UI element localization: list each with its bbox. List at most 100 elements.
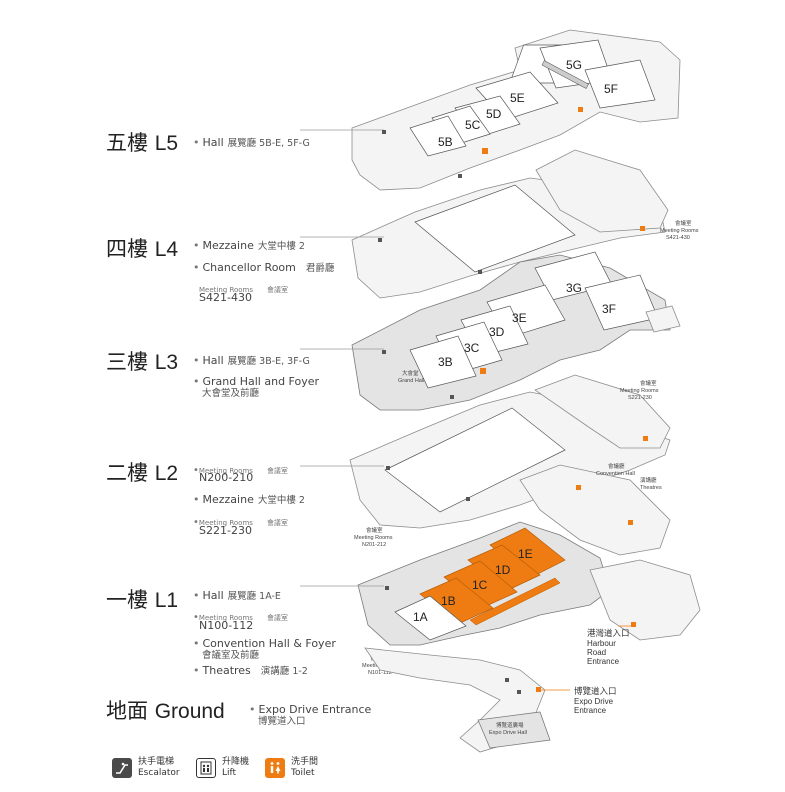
floor-l3-slab: 3G 3F 3E 3D 3C 3B 大會堂 Grand Hall — [351, 251, 681, 411]
floor-g-en: Ground — [154, 700, 225, 723]
toilet-icon — [265, 757, 285, 778]
hall-1c-label: 1C — [472, 578, 488, 592]
l3-grand-cn: 大會堂及前廳 — [202, 387, 260, 399]
hall-3d-label: 3D — [489, 325, 505, 339]
harbour-road-entrance: 港灣道入口 Harbour Road Entrance — [587, 625, 635, 666]
floor-label-l4: 四樓 L4 — [106, 239, 178, 261]
hall-3g-label: 3G — [566, 281, 582, 295]
l4-chancellor-en: Chancellor Room — [202, 261, 296, 274]
l2-meeting-range: N201-212 — [362, 542, 386, 548]
expo-drive-entrance-label: 博覽道入口 Expo Drive Entrance — [574, 686, 617, 715]
l5-hall-en: Hall — [202, 136, 224, 149]
hall-3f-label: 3F — [602, 302, 616, 316]
l3-meeting-en: Meeting Rooms — [620, 388, 659, 394]
l1-meeting-range: N101-112 — [368, 670, 392, 676]
l1-meeting-range: N100-112 — [199, 619, 254, 633]
legend-toilet-en: Toilet — [291, 767, 315, 778]
hall-1b-label: 1B — [441, 594, 456, 608]
legend-escalator-en: Escalator — [138, 767, 180, 778]
floor-l2-en: L2 — [154, 462, 179, 485]
hall-1d-label: 1D — [495, 563, 511, 577]
l4-mezz-en: Mezzaine — [202, 239, 254, 252]
l4-meeting-cn: 會議室 — [675, 219, 692, 227]
l1-theatres-cn: 演講廳 1-2 — [260, 666, 308, 677]
l2-meeting-s-small-cn: 會議室 — [266, 519, 288, 527]
l2-meeting-n-small-cn: 會議室 — [266, 467, 288, 475]
hall-5b-label: 5B — [438, 135, 453, 149]
l1-theatres-en: Theatres — [202, 664, 251, 677]
floor-l3-cn: 三樓 — [106, 350, 148, 374]
ground-expo-en: Expo Drive Entrance — [258, 703, 372, 716]
l2-meeting-n-small-en: Meeting Rooms — [198, 467, 253, 475]
floor-label-l5: 五樓 L5 — [106, 131, 178, 155]
l1-meeting-small-en: Meeting Rooms — [198, 614, 253, 622]
l4-meeting-small-en: Meeting Rooms — [199, 286, 254, 294]
theatres-en: Theatres — [640, 485, 662, 491]
l4-meeting-small-cn: 會議室 — [267, 286, 289, 294]
legend-lift-en: Lift — [222, 767, 237, 778]
l2-meeting-s-range-text: S221-230 — [199, 524, 252, 537]
legend-escalator: 扶手電梯 Escalator — [112, 757, 180, 779]
floor-label-l1: 一樓 L1 — [106, 588, 179, 612]
floor-l2-slab: 會議室 Meeting Rooms S221-230 會議廳 Conventio… — [349, 374, 671, 556]
l4-meeting-range: S421-430 — [666, 235, 690, 241]
legend-toilet: 洗手間 Toilet — [265, 757, 318, 779]
expo-hall-en: Expo Drive Hall — [489, 730, 527, 736]
hall-5f-label: 5F — [604, 82, 618, 96]
harbour-cn: 港灣道入口 — [587, 628, 630, 638]
grand-hall-en: Grand Hall — [398, 378, 424, 384]
floor-l4-slab: 會議室 Meeting Rooms S421-430 — [351, 149, 699, 299]
l3-grand-item: •Grand Hall and Foyer 大會堂及前廳 — [193, 375, 320, 399]
l1-meeting-small-cn: 會議室 — [266, 614, 288, 622]
convention-en: Convention Hall — [596, 471, 635, 477]
theatres-cn: 演講廳 — [640, 476, 657, 484]
hall-5g-label: 5G — [566, 58, 582, 72]
floor-l5-cn: 五樓 — [106, 131, 148, 155]
floor-l5-slab: 5G 5F 5E 5D 5C 5B — [351, 29, 681, 191]
l1-convention-en: Convention Hall & Foyer — [202, 637, 336, 650]
legend-lift-cn: 升降機 — [222, 757, 250, 767]
l4-chancellor-cn: 君爵廳 — [305, 263, 335, 274]
floor-label-l3: 三樓 L3 — [106, 350, 179, 374]
l3-grand-en: Grand Hall and Foyer — [202, 375, 320, 388]
l1-hall-cn: 展覽廳 1A-E — [227, 591, 281, 602]
l2-mezz-cn: 大堂中樓 2 — [257, 495, 305, 506]
lift-icon — [196, 757, 216, 778]
ground-expo-item: •Expo Drive Entrance 博覽道入口 — [249, 703, 372, 727]
floor-l1-en: L1 — [154, 589, 179, 612]
l3-meeting-cn: 會議室 — [640, 379, 657, 387]
floor-l1-cn: 一樓 — [106, 588, 148, 612]
l2-meeting-n-range: N200-210 — [199, 471, 254, 485]
l3-hall-cn: 展覽廳 3B-E, 3F-G — [227, 356, 310, 367]
l2-meeting-cn: 會議室 — [366, 526, 383, 534]
escalator-icon — [112, 757, 132, 778]
ground-expo-cn: 博覽道入口 — [258, 715, 306, 727]
hall-5c-label: 5C — [465, 118, 481, 132]
l2-mezz-en: Mezzaine — [202, 493, 254, 506]
floor-label-ground: 地面 Ground — [106, 700, 225, 723]
hall-5e-label: 5E — [510, 91, 525, 105]
l1-hall-en: Hall — [202, 589, 224, 602]
l1-convention-item: •Convention Hall & Foyer 會議室及前廳 — [193, 637, 336, 661]
l1-meeting-range-text: N100-112 — [199, 619, 254, 632]
l2-meeting-n-range-text: N200-210 — [199, 471, 254, 484]
floor-l3-en: L3 — [154, 351, 179, 374]
l4-meeting-small: Meeting Rooms 會議室 — [199, 285, 288, 295]
harbour-en3: Entrance — [587, 657, 620, 666]
expo-en1: Expo Drive — [574, 697, 614, 706]
l2-meeting-s-small-en: Meeting Rooms — [198, 519, 253, 527]
escalator-markers — [378, 130, 521, 694]
legend-lift: 升降機 Lift — [196, 757, 249, 779]
hall-5d-label: 5D — [486, 107, 502, 121]
legend-escalator-cn: 扶手電梯 — [138, 757, 175, 767]
